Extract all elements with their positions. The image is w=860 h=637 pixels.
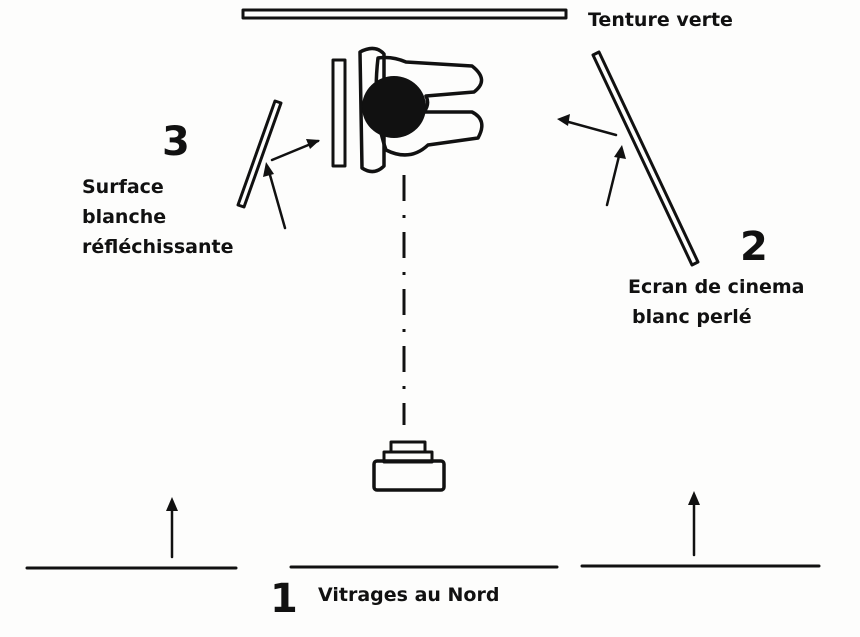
- camera-body: [372, 459, 446, 492]
- person-head: [362, 76, 426, 138]
- arrow-left-upward: [263, 162, 287, 230]
- green-curtain-panel: [241, 8, 568, 20]
- arrow-window-left: [166, 497, 178, 559]
- camera: [372, 440, 446, 492]
- label-number-1: 1: [270, 576, 298, 622]
- cinema-screen: [591, 50, 700, 267]
- label-number-3: 3: [162, 119, 190, 165]
- arrow-right-upward: [605, 145, 626, 207]
- white-surface-label-line3: réfléchissante: [82, 236, 233, 258]
- label-number-2: 2: [740, 224, 768, 270]
- camera-lens: [389, 440, 427, 454]
- chair-back: [331, 58, 347, 168]
- white-reflective-surface: [236, 99, 283, 209]
- arrow-window-right: [688, 491, 700, 557]
- arrow-screen-to-subject: [557, 114, 618, 137]
- white-surface-label-line1: Surface: [82, 176, 164, 198]
- arrow-left-to-subject: [270, 139, 320, 162]
- seated-subject: [331, 46, 484, 174]
- cinema-screen-label-line2: blanc perlé: [632, 306, 752, 328]
- person-body: [374, 55, 484, 157]
- white-surface-label-line2: blanche: [82, 206, 166, 228]
- north-windows-label: Vitrages au Nord: [318, 584, 499, 606]
- green-curtain-label: Tenture verte: [588, 9, 733, 31]
- cinema-screen-label-line1: Ecran de cinema: [628, 276, 804, 298]
- chair-arm: [358, 46, 386, 174]
